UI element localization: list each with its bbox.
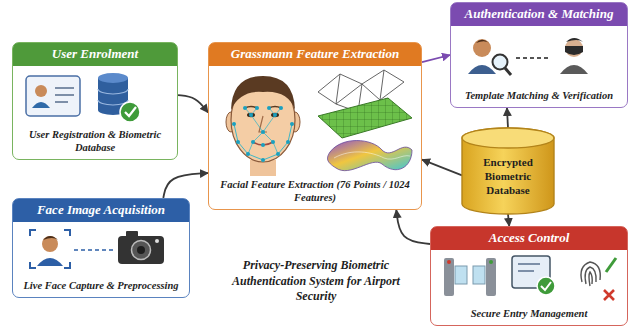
box-text: Template Matching & Verification	[451, 87, 627, 107]
icon-area	[209, 66, 421, 176]
box-heading: Access Control	[431, 227, 627, 250]
arrow-connector	[163, 173, 208, 198]
arrow-connector	[396, 210, 430, 244]
icon-area	[13, 222, 189, 277]
box-text: Secure Entry Management	[431, 305, 627, 325]
box-text: Live Face Capture & Preprocessing	[13, 277, 189, 297]
camera-icon	[118, 231, 164, 264]
face-capture-icon	[30, 230, 114, 268]
tablet-check-icon	[512, 256, 555, 295]
process-box: Authentication & MatchingTemplate Matchi…	[450, 2, 628, 108]
arrow-connector	[507, 108, 508, 128]
box-heading: User Enrolment	[13, 43, 177, 66]
arrow-connector	[508, 214, 509, 226]
icon-area	[451, 26, 627, 87]
id-card-icon	[26, 76, 80, 116]
arrow-connector	[422, 55, 450, 62]
manifold-surface	[328, 141, 412, 171]
arrow-connector	[422, 160, 462, 176]
face-landmark-illustration	[226, 76, 300, 176]
icon-area	[431, 250, 627, 305]
process-box: Grassmann Feature ExtractionFacial Featu…	[208, 42, 422, 210]
database-cylinder: Encrypted Biometric Database	[462, 128, 554, 214]
box-heading: Face Image Acquisition	[13, 199, 189, 222]
cylinder-body	[462, 128, 554, 214]
grassmann-mesh	[318, 70, 412, 138]
arrow-connector	[178, 95, 208, 112]
gate-icon	[444, 258, 496, 296]
matching-icon	[468, 38, 588, 75]
process-box: User EnrolmentUser Registration & Biomet…	[12, 42, 178, 160]
fingerprint-icon	[581, 258, 616, 300]
caption-text: Privacy-Preserving Biometric Authenticat…	[214, 258, 418, 305]
box-heading: Grassmann Feature Extraction	[209, 43, 421, 66]
box-text: Facial Feature Extraction (76 Points / 1…	[209, 176, 421, 209]
icon-area	[13, 66, 177, 126]
check-icon	[120, 102, 140, 122]
cylinder-lid	[462, 128, 554, 148]
box-heading: Authentication & Matching	[451, 3, 627, 26]
process-box: Face Image AcquisitionLive Face Capture …	[12, 198, 190, 298]
database-label: Encrypted Biometric Database	[462, 154, 554, 199]
box-text: User Registration & Biometric Database	[13, 126, 177, 159]
process-box: Access ControlSecure Entry Management	[430, 226, 628, 326]
